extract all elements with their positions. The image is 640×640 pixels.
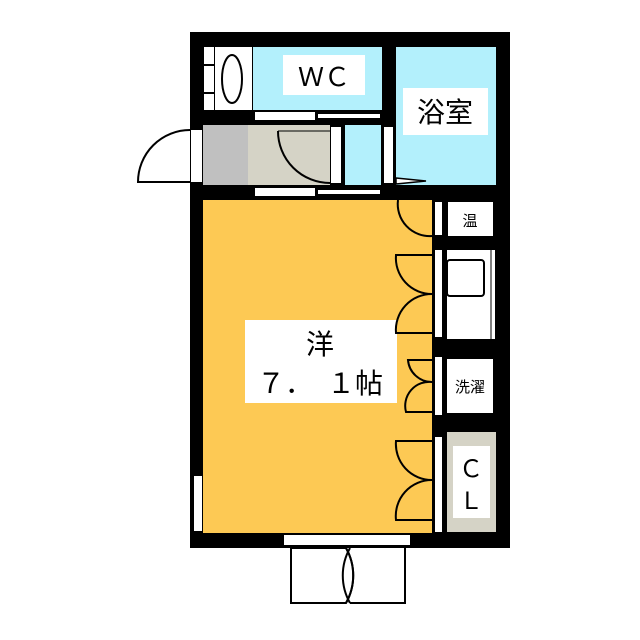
toilet-icon	[221, 54, 243, 104]
wc-door-arc	[277, 130, 331, 184]
closet-label-line2: Ｌ	[459, 487, 483, 515]
entrance-floor	[203, 125, 248, 185]
bath-door-icon	[395, 177, 427, 185]
water-heater-label: 温	[462, 212, 477, 230]
hallway-floor	[248, 125, 330, 185]
western-room-label: 洋	[306, 328, 334, 361]
wc-label: ＷＣ	[298, 63, 350, 93]
balcony-doors[interactable]	[290, 547, 406, 604]
laundry-label: 洗濯	[455, 378, 485, 396]
western-room-size: ７． １帖	[257, 367, 383, 400]
bath-label: 浴室	[417, 96, 473, 129]
entry-door[interactable]	[136, 129, 191, 183]
laundry-space	[445, 357, 495, 415]
washroom-floor	[345, 125, 381, 185]
sink-icon	[446, 259, 485, 297]
closet-doors[interactable]	[394, 199, 433, 521]
wc-window	[204, 47, 214, 110]
water-heater	[448, 202, 493, 236]
closet-label-line1: Ｃ	[459, 455, 483, 483]
